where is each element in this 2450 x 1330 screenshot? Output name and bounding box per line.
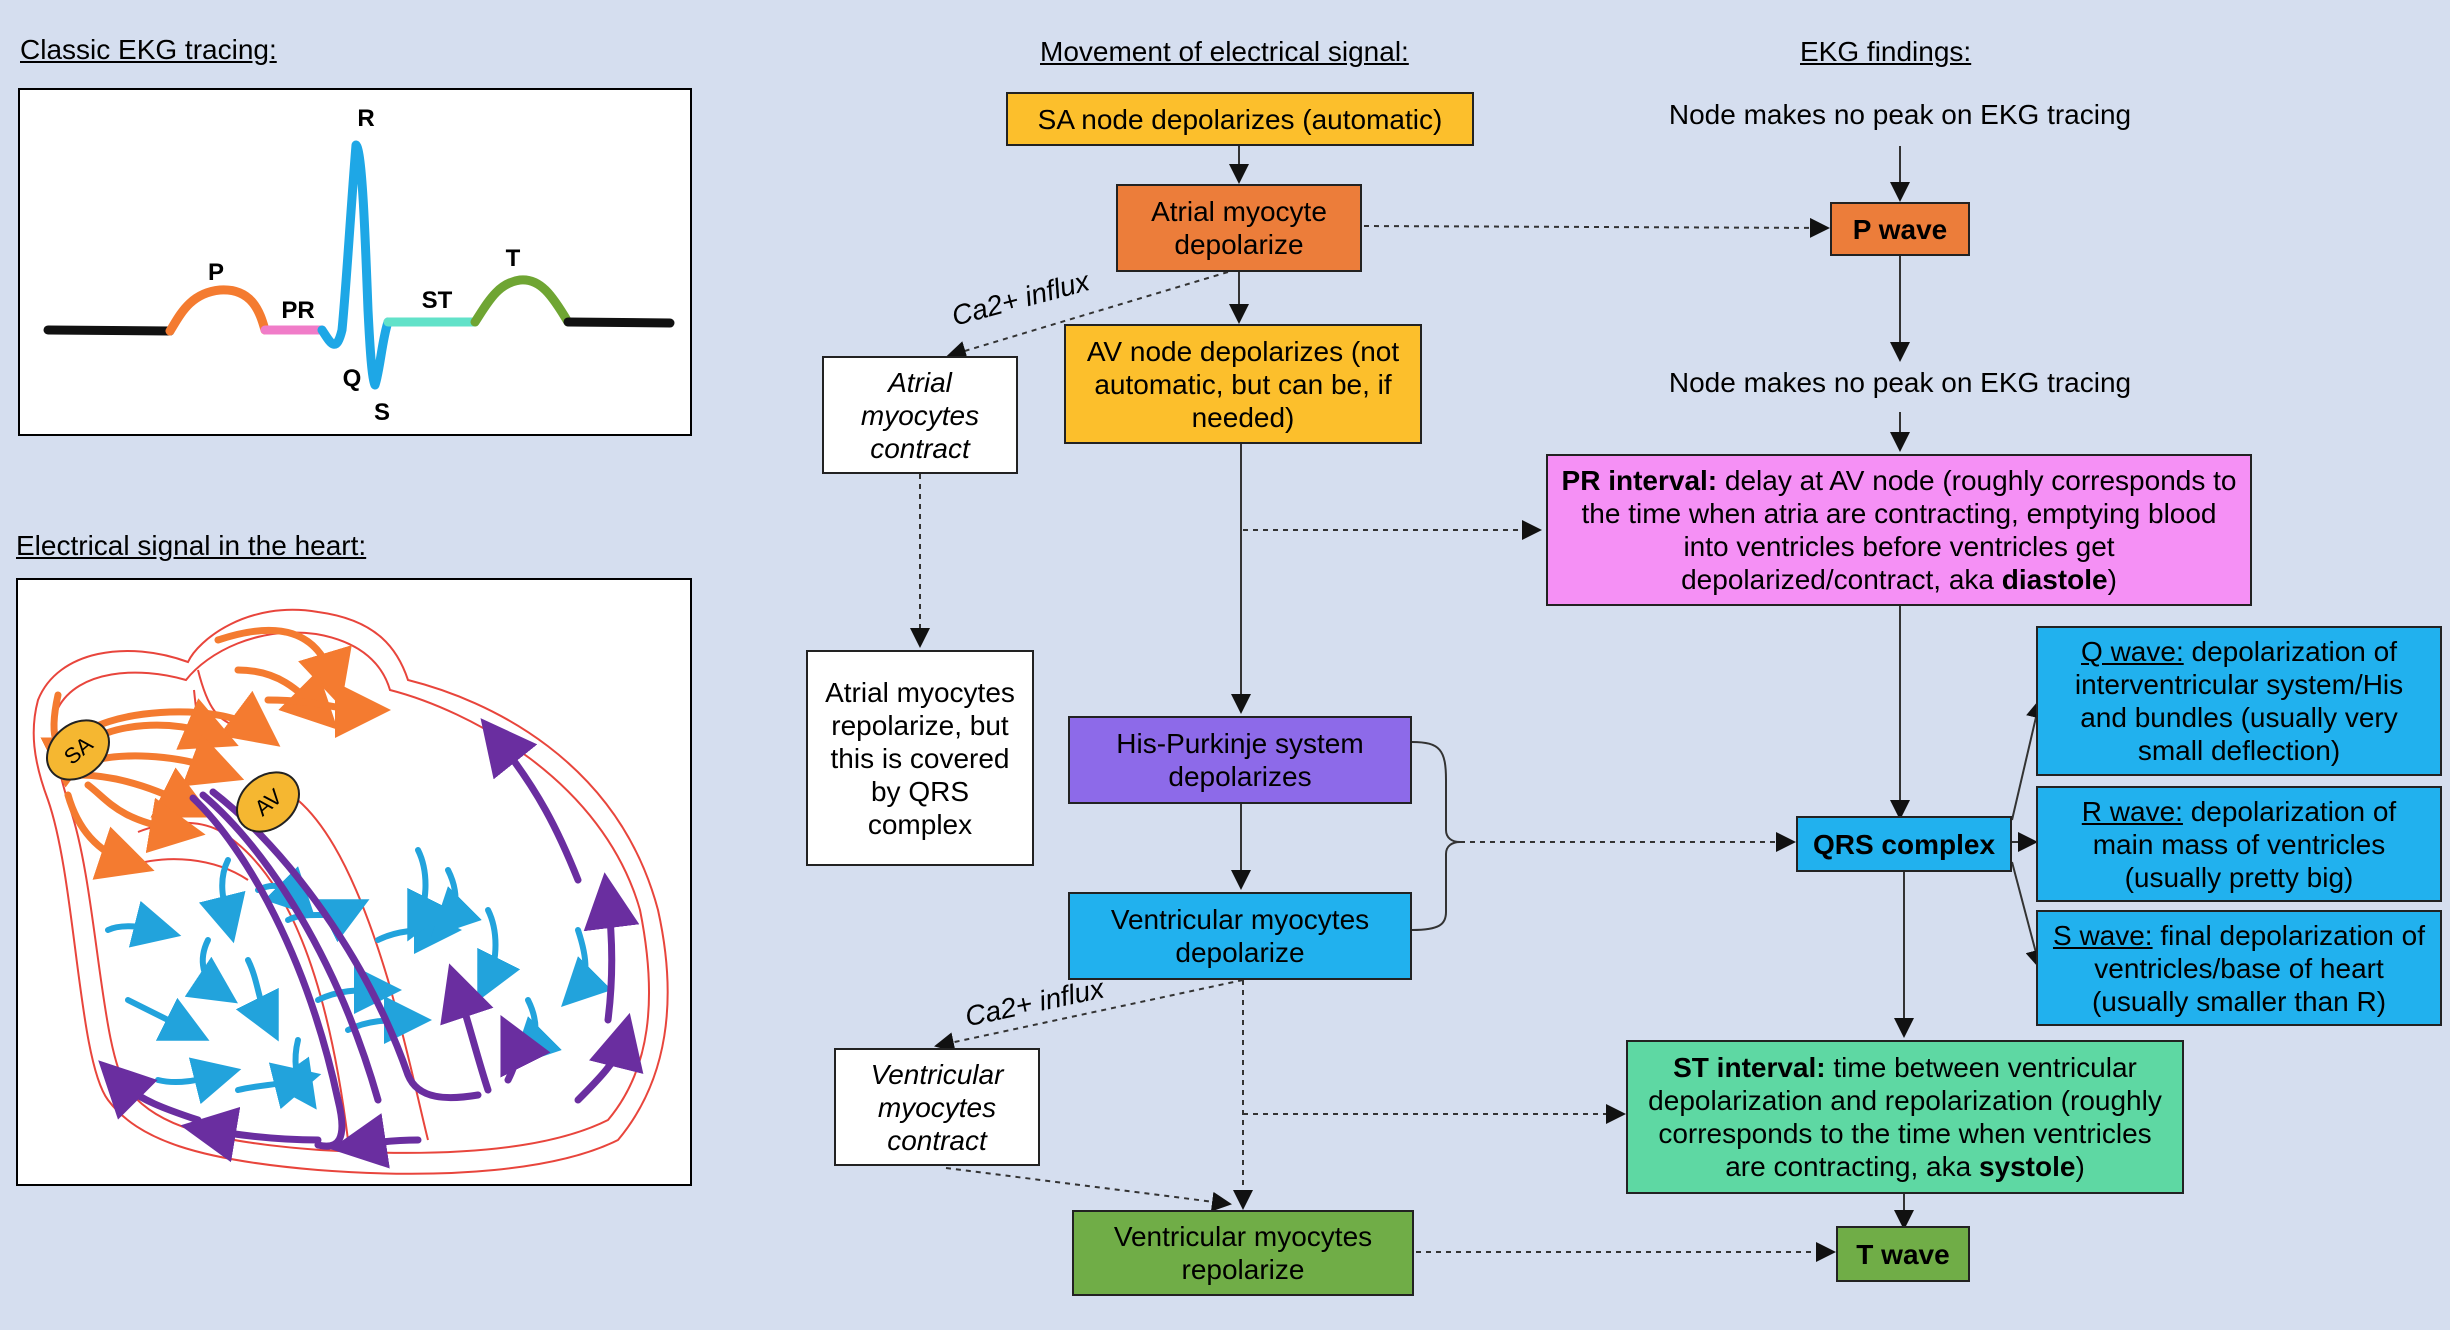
p-wave-curve: [165, 285, 270, 336]
st-interval-title: ST interval:: [1673, 1052, 1826, 1083]
qrs-complex-box: QRS complex: [1796, 816, 2012, 872]
ventricular-contract-box: Ventricular myocytes contract: [834, 1048, 1040, 1166]
st-interval-text: time between ventricular depolarization …: [1648, 1052, 2162, 1182]
atrial-depolarize-box: Atrial myocyte depolarize: [1116, 184, 1362, 272]
findings-header: EKG findings:: [1800, 36, 1972, 67]
t-wave-curve: [470, 275, 573, 327]
s-wave-box: S wave: final depolarization of ventricl…: [2036, 910, 2442, 1026]
p-wave-box: P wave: [1830, 202, 1970, 256]
pr-interval-text: delay at AV node (roughly corresponds to…: [1581, 465, 2237, 595]
ekg-label-s: S: [374, 399, 390, 426]
q-wave-box: Q wave: depolarization of interventricul…: [2036, 626, 2442, 776]
r-wave-box: R wave: depolarization of main mass of v…: [2036, 786, 2442, 902]
qrs-curve: [317, 140, 393, 390]
av-node: AV: [236, 771, 300, 833]
s-wave-text: final depolarization of ventricles/base …: [2091, 919, 2425, 1017]
ekg-label-st: ST: [422, 287, 453, 314]
q-wave-title: Q wave:: [2081, 636, 2184, 667]
sa-node: SA: [46, 719, 110, 781]
sa-node-box: SA node depolarizes (automatic): [1006, 92, 1474, 146]
t-wave-box: T wave: [1836, 1226, 1970, 1282]
baseline-left: [43, 325, 175, 336]
heart-signal-panel: SA AV: [16, 578, 692, 1186]
av-node-box: AV node depolarizes (not automatic, but …: [1064, 324, 1422, 444]
no-peak-text-sa: Node makes no peak on EKG tracing: [1668, 99, 2132, 130]
r-wave-text: depolarization of main mass of ventricle…: [2092, 795, 2397, 893]
ekg-label-q: Q: [343, 365, 362, 392]
s-wave-title: S wave:: [2052, 919, 2153, 951]
st-interval-systole: systole: [1978, 1151, 2076, 1182]
atrial-contract-box: Atrial myocytes contract: [822, 356, 1018, 474]
ekg-label-t: T: [506, 245, 521, 272]
r-wave-title: R wave:: [2081, 795, 2183, 827]
ekg-label-r: R: [357, 105, 374, 132]
heart-diagram: SA AV: [32, 608, 669, 1175]
q-wave-text: depolarization of interventricular syste…: [2074, 636, 2404, 766]
atrial-repolarize-box: Atrial myocytes repolarize, but this is …: [806, 650, 1034, 866]
heart-signal-header: Electrical signal in the heart:: [16, 530, 367, 561]
ekg-label-pr: PR: [281, 297, 314, 324]
ekg-tracing-panel: P PR R Q S ST T: [18, 88, 692, 436]
pr-interval-diastole: diastole: [2001, 564, 2108, 595]
pr-interval-box: PR interval: delay at AV node (roughly c…: [1546, 454, 2252, 606]
no-peak-text-av: Node makes no peak on EKG tracing: [1668, 367, 2132, 398]
baseline-right: [563, 317, 675, 328]
ventricular-repolarize-box: Ventricular myocytes repolarize: [1072, 1210, 1414, 1296]
pr-interval-title: PR interval:: [1561, 465, 1718, 496]
his-purkinje-box: His-Purkinje system depolarizes: [1068, 716, 1412, 804]
movement-header: Movement of electrical signal:: [1040, 36, 1409, 67]
st-interval-box: ST interval: time between ventricular de…: [1626, 1040, 2184, 1194]
ekg-label-p: P: [208, 259, 224, 286]
ekg-tracing-header: Classic EKG tracing:: [20, 34, 277, 65]
ekg-tracing-graphic: P PR R Q S ST T: [43, 105, 675, 426]
ventricular-depolarize-box: Ventricular myocytes depolarize: [1068, 892, 1412, 980]
